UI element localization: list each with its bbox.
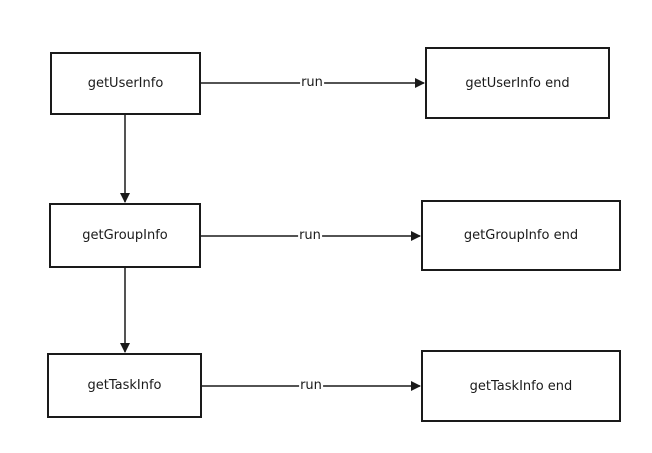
task-run-label: run (299, 378, 323, 393)
node-label: getGroupInfo (82, 228, 168, 243)
node-label: getUserInfo (87, 76, 164, 91)
node-get-task-info: getTaskInfo (47, 353, 202, 418)
node-get-user-info-end: getUserInfo end (425, 47, 610, 119)
node-get-group-info: getGroupInfo (49, 203, 201, 268)
node-label: getUserInfo end (465, 75, 570, 91)
node-get-group-info-end: getGroupInfo end (421, 200, 621, 271)
node-label: getGroupInfo end (463, 228, 579, 243)
node-get-task-info-end: getTaskInfo end (421, 350, 621, 422)
node-label: getTaskInfo end (469, 378, 573, 394)
user-run-label: run (300, 75, 324, 90)
node-label: getTaskInfo (87, 378, 162, 393)
node-get-user-info: getUserInfo (50, 52, 201, 115)
group-run-label: run (298, 228, 322, 243)
